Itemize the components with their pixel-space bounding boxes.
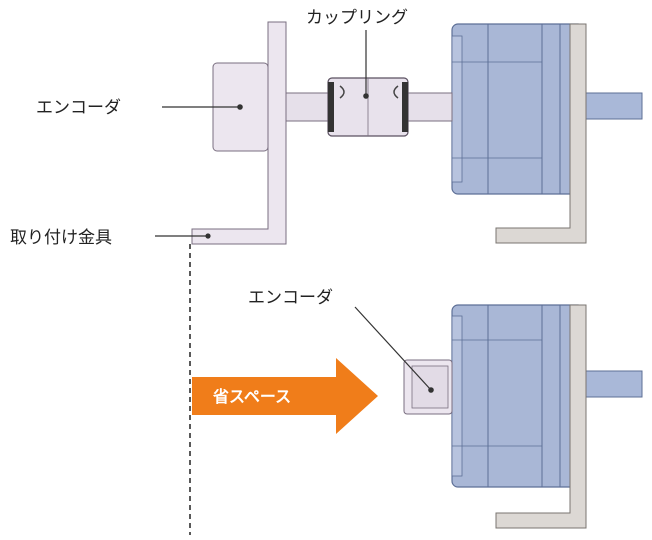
leader-lines-top xyxy=(155,30,369,239)
bracket-label: 取り付け金具 xyxy=(10,228,112,248)
motor-bracket-bottom xyxy=(495,304,587,529)
top-assembly xyxy=(191,21,643,245)
bottom-assembly xyxy=(403,304,643,529)
motor-bottom xyxy=(451,304,585,488)
coupling-label: カップリング xyxy=(306,8,408,28)
motor-shaft-bottom xyxy=(584,370,643,398)
coupling xyxy=(327,77,409,137)
space-saving-label: 省スペース xyxy=(212,387,291,406)
motor-bracket-top xyxy=(495,23,587,244)
motor-shaft-top xyxy=(584,92,643,120)
mounting-bracket xyxy=(191,21,287,245)
encoder-label-bottom: エンコーダ xyxy=(248,288,333,308)
space-saving-arrow xyxy=(192,358,378,434)
motor-top xyxy=(451,23,585,195)
leader-line-bottom xyxy=(354,306,434,393)
encoder-label-top: エンコーダ xyxy=(36,98,121,118)
